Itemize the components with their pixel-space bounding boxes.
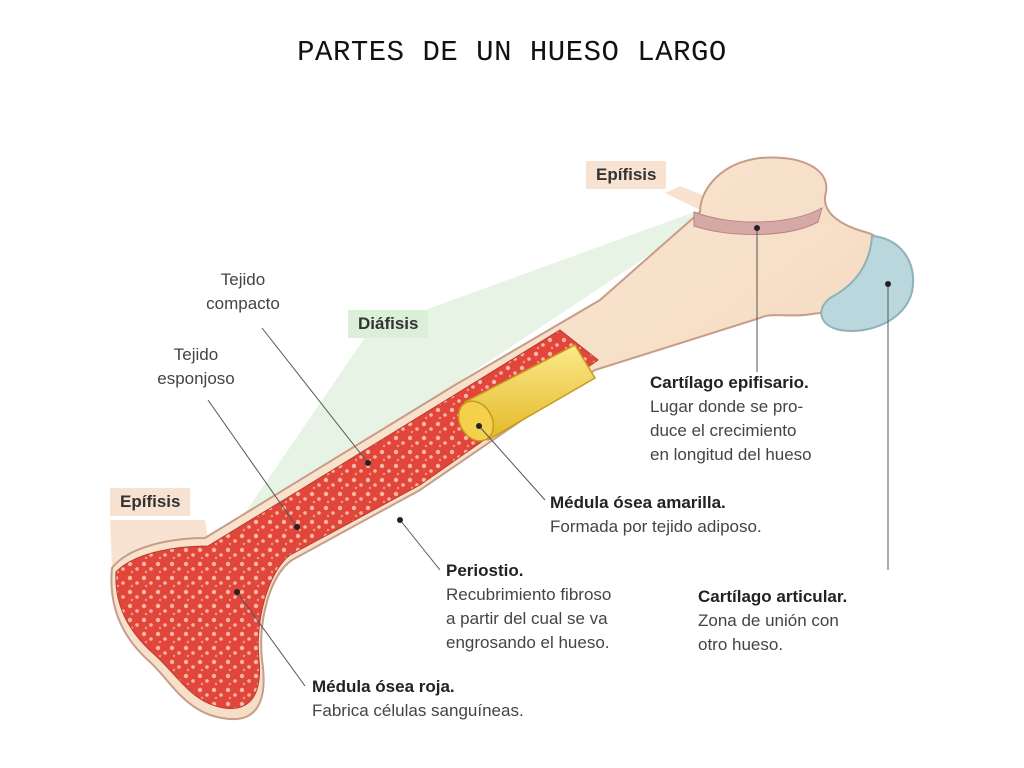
- leader-dots: [234, 225, 891, 595]
- diaphysis-tag: Diáfisis: [348, 310, 429, 338]
- epiphysis-bottom-tag: Epífisis: [110, 488, 191, 516]
- label-compact-tissue: Tejido compacto: [206, 270, 280, 313]
- label-epiphyseal-cartilage: Cartílago epifisario. Lugar donde se pro…: [650, 373, 812, 464]
- label-periosteum: Periostio. Recubrimiento fibroso a parti…: [446, 561, 612, 652]
- label-red-marrow: Médula ósea roja. Fabrica células sanguí…: [312, 677, 524, 720]
- epiphysis-top-highlight: [665, 186, 705, 210]
- yellow-marrow: [457, 344, 597, 442]
- epiphyseal-cartilage-band: [693, 206, 823, 235]
- slide-title: PARTES DE UN HUESO LARGO: [297, 36, 727, 69]
- label-articular-cartilage: Cartílago articular. Zona de unión con o…: [698, 587, 848, 654]
- epiphysis-top-tag: Epífisis: [586, 161, 667, 189]
- articular-cartilage-shape: [820, 234, 915, 332]
- label-yellow-marrow: Médula ósea amarilla. Formada por tejido…: [550, 493, 762, 536]
- label-spongy-tissue: Tejido esponjoso: [157, 345, 235, 388]
- leader-lines: [207, 228, 889, 687]
